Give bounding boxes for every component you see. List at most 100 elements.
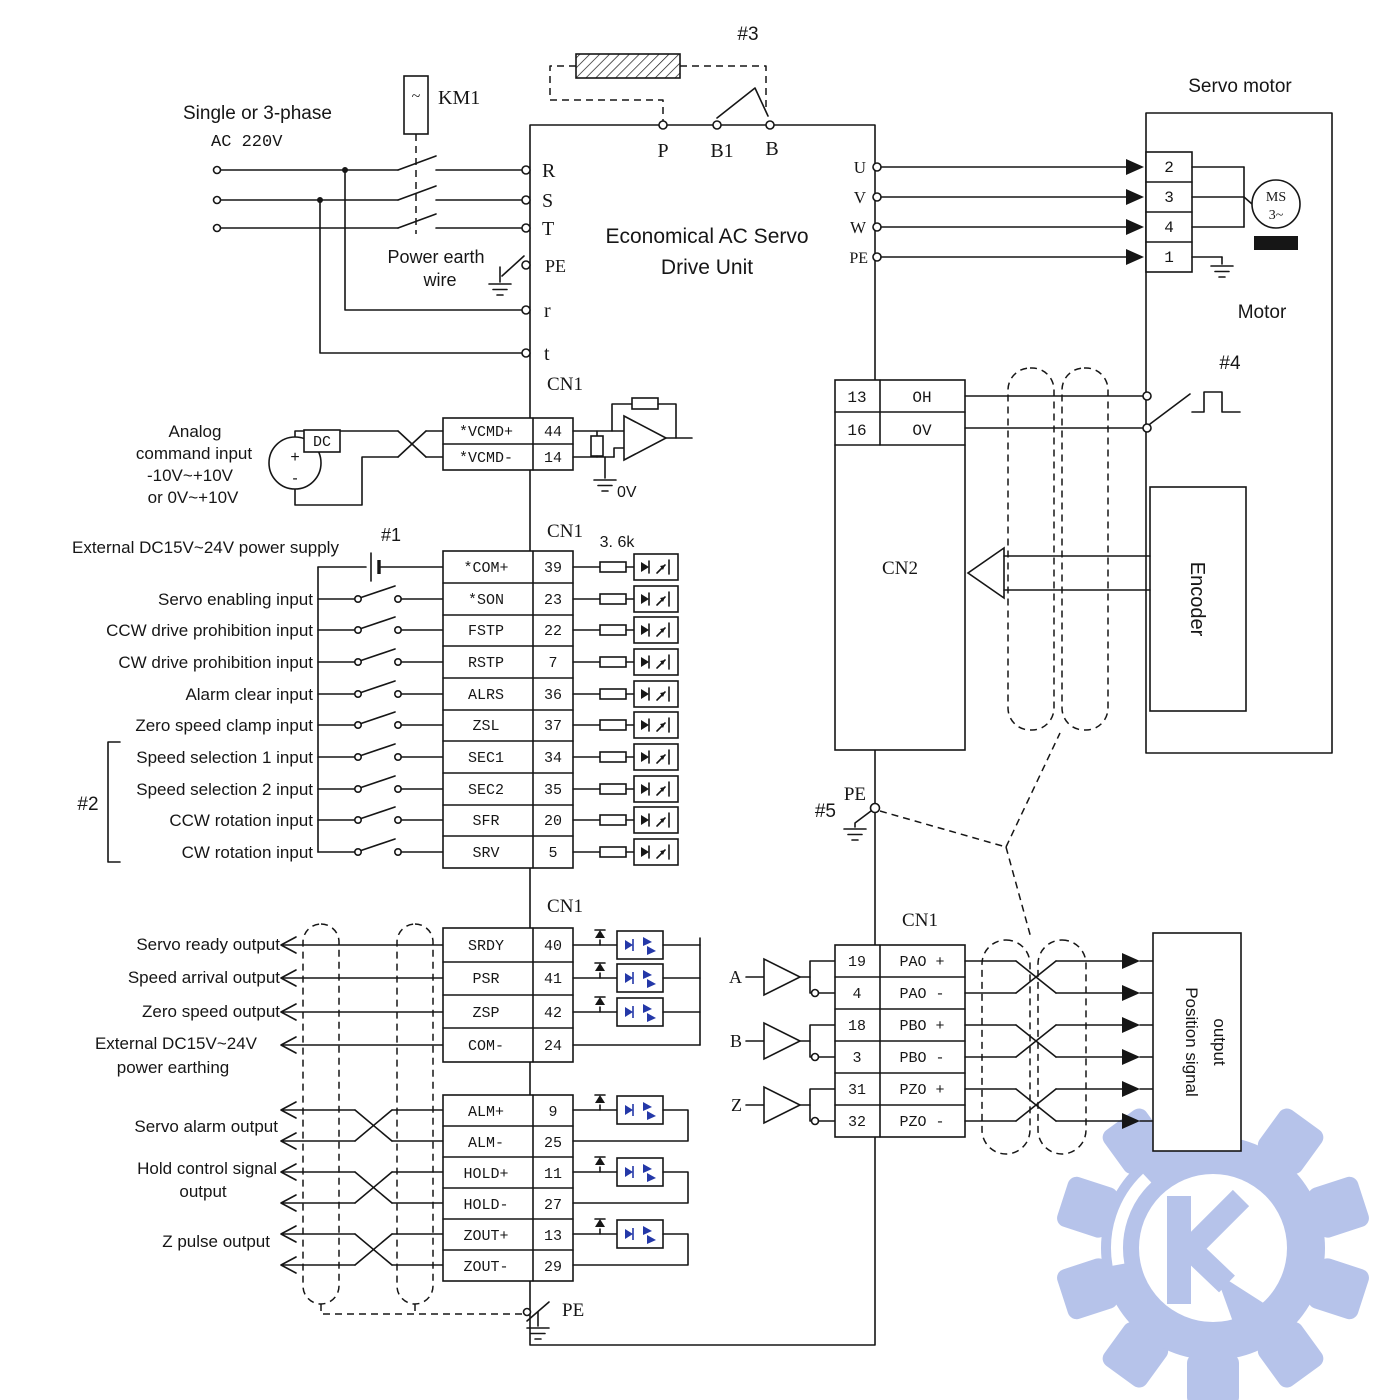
thermal-switch-blade: [1149, 393, 1191, 425]
input-pin-alrs: 36: [544, 687, 562, 704]
output-label-srdy: Servo ready output: [136, 935, 280, 954]
position-output-box: [1152, 932, 1242, 1152]
input-pin-srv: 5: [548, 845, 557, 862]
vcmd-minus-pin: 14: [544, 450, 562, 467]
channel-z: Z: [731, 1095, 742, 1115]
uvw-w: W: [850, 218, 867, 237]
input-label-srv: CW rotation input: [182, 843, 314, 862]
motor-pin-1: 1: [1164, 249, 1174, 267]
input-name-sfr: SFR: [472, 813, 499, 830]
terminal-t2: t: [544, 343, 550, 365]
cn2-pin-13: 13: [847, 389, 866, 407]
inputs-cn1: CN1: [547, 521, 583, 542]
input-pin-zsl: 37: [544, 718, 562, 735]
encoder-cable-shield-2: [1061, 367, 1109, 731]
input-label-son: Servo enabling input: [158, 590, 313, 609]
terminal-s: S: [542, 190, 553, 212]
drive-unit: Economical AC Servo Drive Unit: [529, 124, 876, 1346]
pos-name-pao-p: PAO +: [899, 954, 944, 971]
motor-terminal-block: [1254, 236, 1298, 250]
zpulse-pair: [280, 1225, 444, 1274]
channel-b: B: [730, 1031, 742, 1051]
driver-z: Z: [731, 1085, 836, 1126]
output-pin-holdm: 27: [544, 1197, 562, 1214]
pos-name-pbo-m: PBO -: [899, 1050, 944, 1067]
output-label-ext1: External DC15V~24V: [95, 1034, 258, 1053]
contactor-coil-symbol: ~: [412, 88, 421, 105]
marker-4: #4: [1219, 353, 1241, 374]
resistor-value: 3. 6k: [600, 534, 636, 551]
motor-label: Motor: [1238, 302, 1287, 323]
terminal-b: B: [765, 138, 778, 160]
input-pin-sfr: 20: [544, 813, 562, 830]
digital-output-section: CN1 Servo ready output Speed arrival out…: [95, 896, 701, 1340]
input-name-com: *COM+: [463, 560, 508, 577]
phase-label: Single or 3-phase: [183, 103, 332, 124]
analog-cn1: CN1: [547, 374, 583, 395]
input-pin-fstp: 22: [544, 623, 562, 640]
encoder-bus-arrow: [966, 546, 1151, 600]
output-optocouplers: [572, 929, 701, 1266]
position-cable-shield-1: [981, 939, 1031, 1155]
output-cable-shield-2: [396, 923, 434, 1305]
output-pin-psr: 41: [544, 971, 562, 988]
uvw-v: V: [854, 188, 867, 207]
input-pin-rstp: 7: [548, 655, 557, 672]
output-name-srdy: SRDY: [468, 938, 504, 955]
position-output-section: CN1 A B Z 19 PAO + 4 PAO - 18 PBO + 3: [729, 910, 1242, 1155]
dc-label: DC: [313, 434, 331, 451]
cn2-pin-16: 16: [847, 422, 866, 440]
terminal-r: R: [542, 160, 556, 182]
input-name-rstp: RSTP: [468, 655, 504, 672]
output-name-com: COM-: [468, 1038, 504, 1055]
marker-5: #5: [815, 801, 836, 822]
input-label-sfr: CCW rotation input: [169, 811, 313, 830]
position-output-label1: Position signal: [1182, 987, 1201, 1097]
shield-pe-label: PE: [562, 1300, 584, 1321]
terminal-p: P: [657, 140, 668, 162]
terminal-b1: B1: [710, 140, 733, 162]
thermal-pulse-symbol: [1191, 391, 1241, 413]
output-name-holdp: HOLD+: [463, 1166, 508, 1183]
pos-name-pao-m: PAO -: [899, 986, 944, 1003]
cn2-ov: OV: [912, 422, 932, 440]
analog-label3: -10V~+10V: [147, 466, 234, 485]
pe5-label: PE: [844, 784, 866, 805]
dc-plus: +: [290, 449, 299, 466]
brake-jumper: [716, 87, 769, 119]
encoder-cable-shield-1: [1007, 367, 1055, 731]
encoder-label: Encoder: [1186, 562, 1208, 637]
input-label-zsl: Zero speed clamp input: [135, 716, 313, 735]
dc-minus: -: [292, 470, 297, 487]
output-name-holdm: HOLD-: [463, 1197, 508, 1214]
shield-earth: PE: [320, 1300, 584, 1340]
input-pin-com: 39: [544, 560, 562, 577]
driver-b: B: [730, 1021, 836, 1062]
vcmd-minus-name: *VCMD-: [459, 450, 513, 467]
pos-pin-pao-m: 4: [852, 986, 861, 1003]
driver-a: A: [729, 957, 836, 998]
encoder-box: [1149, 486, 1247, 712]
input-label-rstp: CW drive prohibition input: [118, 653, 313, 672]
input-name-alrs: ALRS: [468, 687, 504, 704]
output-pin-zoutm: 29: [544, 1259, 562, 1276]
marker-3: #3: [737, 24, 758, 45]
position-output-label2: output: [1210, 1018, 1229, 1066]
marker-1: #1: [381, 525, 401, 545]
output-pin-srdy: 40: [544, 938, 562, 955]
pos-name-pzo-m: PZO -: [899, 1114, 944, 1131]
input-label-alrs: Alarm clear input: [185, 685, 313, 704]
contactor-label: KM1: [438, 87, 480, 109]
analog-label2: command input: [136, 444, 253, 463]
input-name-sec1: SEC1: [468, 750, 504, 767]
vcmd-plus-name: *VCMD+: [459, 424, 513, 441]
output-name-psr: PSR: [472, 971, 499, 988]
output-label-ext2: power earthing: [117, 1058, 229, 1077]
watermark-k-arrow: [1167, 1189, 1265, 1322]
pos-name-pzo-p: PZO +: [899, 1082, 944, 1099]
servo-motor-title: Servo motor: [1188, 76, 1292, 97]
output-name-almp: ALM+: [468, 1104, 504, 1121]
pos-pin-pzo-m: 32: [848, 1114, 866, 1131]
